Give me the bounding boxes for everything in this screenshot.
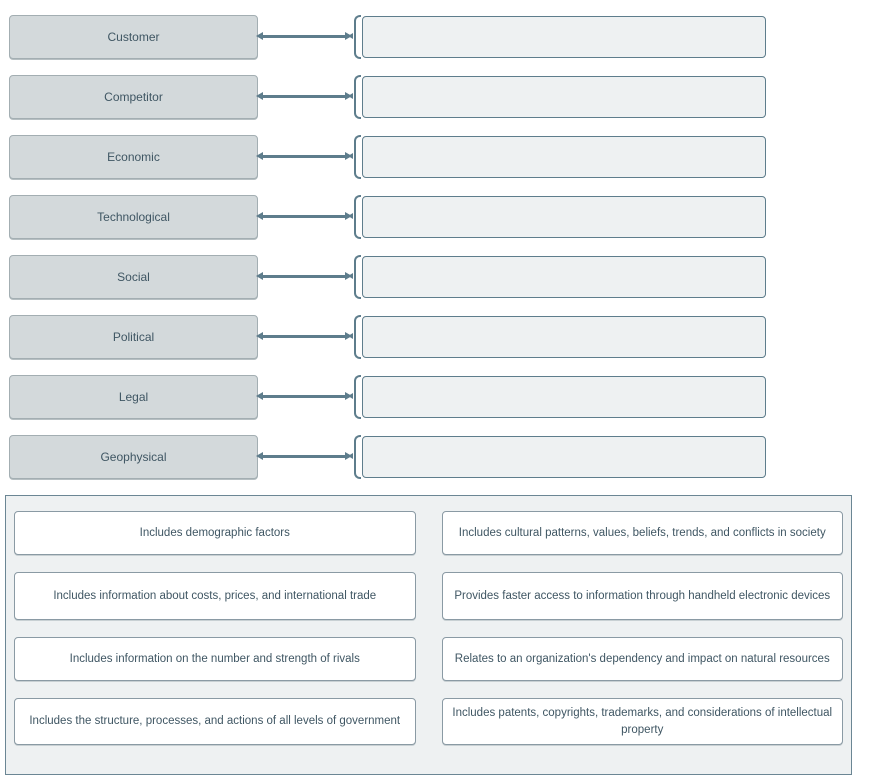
left-pointer-icon (348, 393, 353, 399)
drop-zone-geophysical[interactable] (362, 436, 766, 478)
term-box-political: Political (9, 315, 258, 359)
match-row-technological: Technological (0, 195, 872, 239)
double-arrow-icon (256, 332, 352, 340)
bracket-icon (354, 15, 361, 59)
match-row-social: Social (0, 255, 872, 299)
answer-card[interactable]: Includes information about costs, prices… (14, 572, 416, 620)
term-box-social: Social (9, 255, 258, 299)
drop-zone-technological[interactable] (362, 196, 766, 238)
double-arrow-icon (256, 212, 352, 220)
drop-zone-social[interactable] (362, 256, 766, 298)
left-pointer-icon (348, 333, 353, 339)
left-pointer-icon (348, 93, 353, 99)
match-row-customer: Customer (0, 15, 872, 59)
match-row-competitor: Competitor (0, 75, 872, 119)
answer-card[interactable]: Includes the structure, processes, and a… (14, 698, 416, 745)
double-arrow-icon (256, 152, 352, 160)
left-pointer-icon (348, 273, 353, 279)
bracket-icon (354, 435, 361, 479)
bracket-icon (354, 255, 361, 299)
answer-card[interactable]: Includes cultural patterns, values, beli… (441, 511, 843, 555)
drop-zone-legal[interactable] (362, 376, 766, 418)
double-arrow-icon (256, 92, 352, 100)
answer-card[interactable]: Includes demographic factors (14, 511, 416, 555)
answer-card[interactable]: Includes patents, copyrights, trademarks… (441, 698, 843, 745)
left-pointer-icon (348, 213, 353, 219)
term-box-economic: Economic (9, 135, 258, 179)
bracket-icon (354, 195, 361, 239)
match-row-geophysical: Geophysical (0, 435, 872, 479)
double-arrow-icon (256, 392, 352, 400)
double-arrow-icon (256, 272, 352, 280)
match-row-economic: Economic (0, 135, 872, 179)
match-rows: Customer Competitor Economic Technologic… (0, 15, 872, 479)
double-arrow-icon (256, 452, 352, 460)
match-row-political: Political (0, 315, 872, 359)
term-box-customer: Customer (9, 15, 258, 59)
left-pointer-icon (348, 33, 353, 39)
drop-zone-competitor[interactable] (362, 76, 766, 118)
answer-card[interactable]: Provides faster access to information th… (441, 572, 843, 620)
match-row-legal: Legal (0, 375, 872, 419)
left-pointer-icon (348, 453, 353, 459)
answer-bank-panel: Includes demographic factors Includes cu… (5, 495, 852, 775)
answer-card[interactable]: Includes information on the number and s… (14, 637, 416, 681)
term-box-technological: Technological (9, 195, 258, 239)
drop-zone-political[interactable] (362, 316, 766, 358)
answer-card[interactable]: Relates to an organization's dependency … (441, 637, 843, 681)
double-arrow-icon (256, 32, 352, 40)
left-pointer-icon (348, 153, 353, 159)
term-box-competitor: Competitor (9, 75, 258, 119)
matching-exercise-page: Customer Competitor Economic Technologic… (0, 15, 872, 775)
bracket-icon (354, 315, 361, 359)
drop-zone-customer[interactable] (362, 16, 766, 58)
bracket-icon (354, 135, 361, 179)
term-box-legal: Legal (9, 375, 258, 419)
term-box-geophysical: Geophysical (9, 435, 258, 479)
drop-zone-economic[interactable] (362, 136, 766, 178)
bracket-icon (354, 375, 361, 419)
bracket-icon (354, 75, 361, 119)
